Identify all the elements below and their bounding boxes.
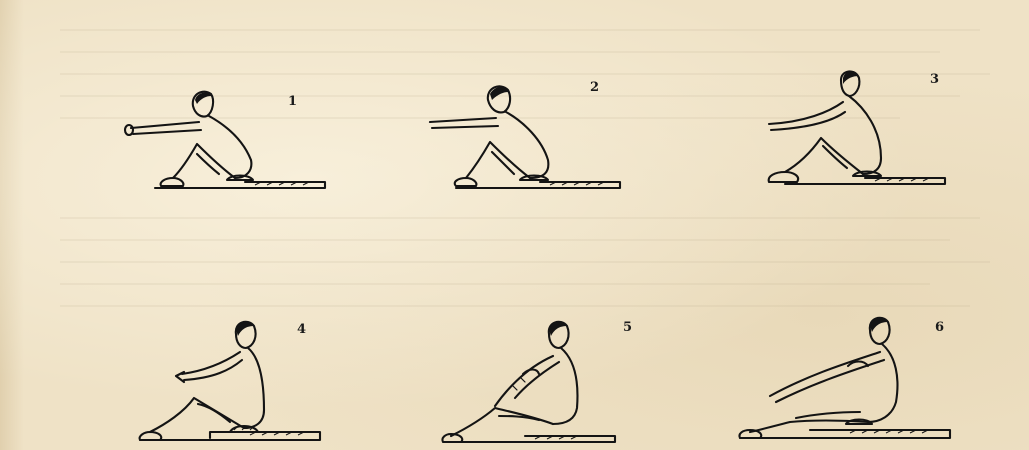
figure-2: [420, 70, 660, 210]
figure-4: [130, 312, 370, 450]
rower-figure-4: [130, 312, 370, 450]
figure-number-4: 4: [297, 322, 306, 337]
figure-number-1: 1: [288, 94, 297, 109]
rower-figure-1: [115, 70, 355, 210]
figure-number-6: 6: [935, 320, 944, 335]
figure-3: [745, 68, 985, 208]
figure-number-2: 2: [590, 80, 599, 95]
rower-figure-5: [435, 312, 675, 450]
figure-number-5: 5: [623, 320, 632, 335]
figure-6: [730, 312, 970, 450]
figure-5: [435, 312, 675, 450]
rower-figure-3: [745, 68, 985, 208]
figure-1: [115, 70, 355, 210]
rower-figure-6: [730, 312, 970, 450]
figure-number-3: 3: [930, 72, 939, 87]
rower-figure-2: [420, 70, 660, 210]
